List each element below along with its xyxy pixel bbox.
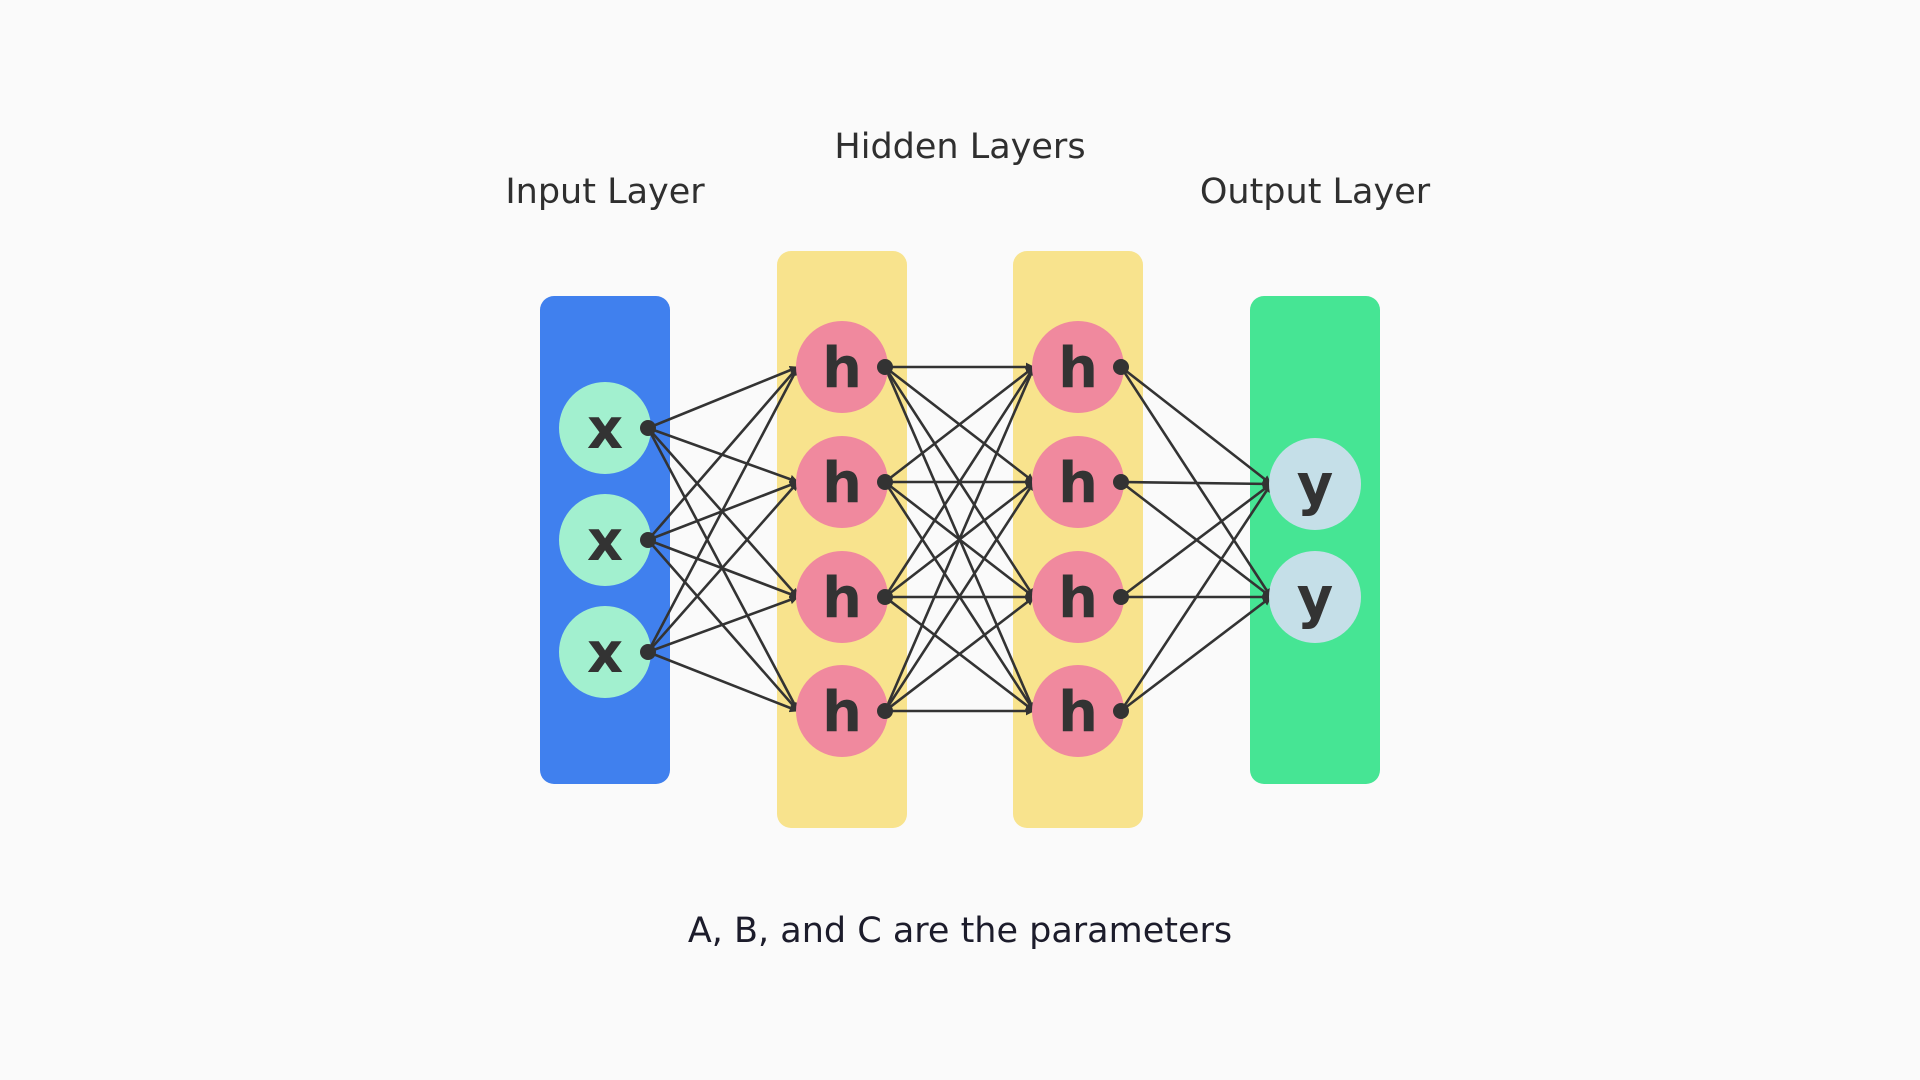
- hidden-1-output-dot-4: [877, 703, 893, 719]
- hidden-1-node-circle: [796, 551, 888, 643]
- input-node-circle: [559, 606, 651, 698]
- input-node-label: x: [587, 509, 623, 574]
- hidden-2-node-circle: [1032, 665, 1124, 757]
- hidden-1-node-4: h: [796, 665, 888, 757]
- output-layer-panel: [1250, 296, 1380, 784]
- hidden-2-node-circle: [1032, 551, 1124, 643]
- input-node-1: x: [559, 382, 651, 474]
- hidden-1-output-dot-2: [877, 474, 893, 490]
- edge-input-3-to-hidden-1-1: [646, 366, 800, 653]
- edge-hidden-2-3-to-output-1: [1120, 482, 1272, 599]
- hidden-2-node-circle: [1032, 321, 1124, 413]
- hidden-1-node-3: h: [796, 551, 888, 643]
- output-node-label: y: [1297, 453, 1334, 518]
- input-layer-label: Input Layer: [505, 172, 705, 212]
- hidden-1-node-label: h: [822, 680, 862, 745]
- input-node-circle: [559, 494, 651, 586]
- edge-hidden-1-4-to-hidden-2-2: [883, 481, 1036, 712]
- hidden-1-node-circle: [796, 665, 888, 757]
- connections: [646, 362, 1273, 716]
- input-node-2: x: [559, 494, 651, 586]
- hidden-1-node-label: h: [822, 451, 862, 516]
- edge-input-3-to-hidden-1-4: [647, 650, 799, 713]
- hidden-2-output-dot-1: [1113, 359, 1129, 375]
- hidden-1-node-circle: [796, 436, 888, 528]
- input-node-label: x: [587, 621, 623, 686]
- hidden-1-node-label: h: [822, 566, 862, 631]
- hidden-1-output-dot-3: [877, 589, 893, 605]
- hidden-2-output-dot-2: [1113, 474, 1129, 490]
- output-node-1: y: [1269, 438, 1361, 530]
- hidden-1-node-1: h: [796, 321, 888, 413]
- edge-input-1-to-hidden-1-1: [647, 365, 799, 430]
- edge-input-2-to-hidden-1-1: [647, 366, 799, 541]
- edge-hidden-1-3-to-hidden-2-1: [883, 366, 1036, 598]
- output-node-circle: [1269, 438, 1361, 530]
- hidden-2-output-dot-4: [1113, 703, 1129, 719]
- input-output-dot-2: [640, 532, 656, 548]
- hidden-1-node-label: h: [822, 336, 862, 401]
- edge-hidden-1-4-to-hidden-2-3: [884, 595, 1035, 713]
- hidden-2-node-3: h: [1032, 551, 1124, 643]
- input-output-dot-1: [640, 420, 656, 436]
- hidden-2-node-label: h: [1058, 336, 1098, 401]
- input-output-dot-3: [640, 644, 656, 660]
- output-node-circle: [1269, 551, 1361, 643]
- hidden-2-node-2: h: [1032, 436, 1124, 528]
- connection-dots: [640, 359, 1129, 719]
- edge-hidden-2-4-to-output-2: [1120, 595, 1272, 713]
- output-node-label: y: [1297, 566, 1334, 631]
- hidden-2-node-label: h: [1058, 566, 1098, 631]
- edge-input-3-to-hidden-1-2: [647, 481, 799, 653]
- hidden-2-node-label: h: [1058, 451, 1098, 516]
- hidden-2-node-1: h: [1032, 321, 1124, 413]
- edge-hidden-1-2-to-hidden-2-1: [884, 365, 1035, 484]
- hidden-2-node-label: h: [1058, 680, 1098, 745]
- hidden-1-output-dot-1: [877, 359, 893, 375]
- hidden-2-output-dot-3: [1113, 589, 1129, 605]
- hidden-2-node-circle: [1032, 436, 1124, 528]
- edge-input-3-to-hidden-1-3: [647, 595, 799, 654]
- edge-input-1-to-hidden-1-3: [647, 427, 799, 598]
- hidden-layers-label: Hidden Layers: [834, 127, 1085, 167]
- caption: A, B, and C are the parameters: [688, 911, 1232, 951]
- edge-hidden-2-4-to-output-1: [1119, 483, 1273, 712]
- output-layer-label: Output Layer: [1200, 172, 1431, 212]
- output-node-2: y: [1269, 551, 1361, 643]
- edge-hidden-1-4-to-hidden-2-1: [883, 366, 1036, 712]
- hidden-1-node-2: h: [796, 436, 888, 528]
- hidden-1-node-circle: [796, 321, 888, 413]
- hidden-2-node-4: h: [1032, 665, 1124, 757]
- input-node-3: x: [559, 606, 651, 698]
- edge-hidden-2-2-to-output-1: [1120, 479, 1272, 489]
- input-node-label: x: [587, 397, 623, 462]
- edge-hidden-2-1-to-output-1: [1120, 365, 1272, 486]
- input-node-circle: [559, 382, 651, 474]
